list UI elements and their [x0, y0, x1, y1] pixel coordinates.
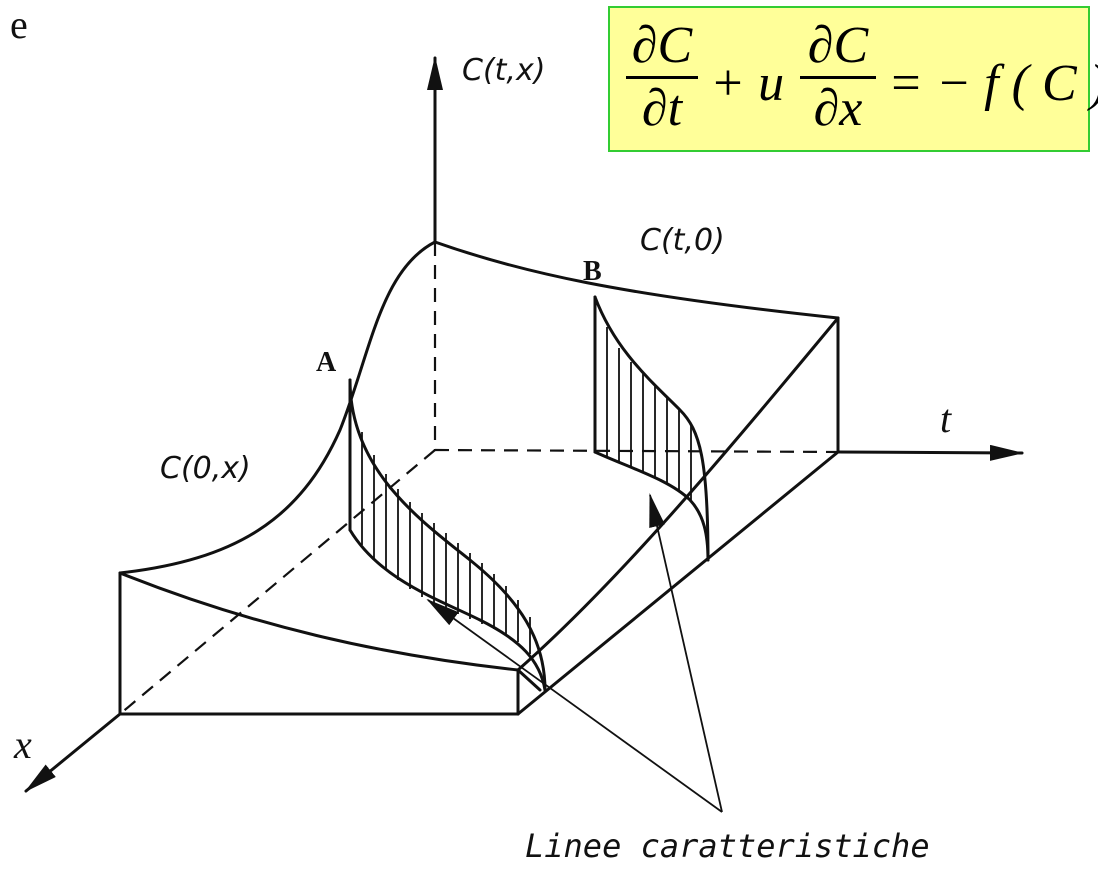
label-c-tx: C(t,x): [462, 53, 545, 88]
label-t-axis: t: [940, 396, 952, 441]
plus-u-term: + u: [710, 55, 785, 112]
label-x-axis: x: [13, 722, 32, 767]
pointer-to-strip-b: [649, 493, 723, 813]
label-characteristic-lines: Linee caratteristiche: [525, 827, 930, 865]
equation-box: ∂C ∂t + u ∂C ∂x = − f ( C ): [608, 6, 1098, 152]
fraction-1-numerator: ∂C: [631, 17, 693, 74]
strip-b-hatching: [606, 327, 692, 502]
label-point-a: A: [316, 347, 337, 378]
t-axis-dashed: [434, 448, 839, 454]
fraction-1-bar: [626, 76, 698, 79]
fraction-2-numerator: ∂C: [807, 17, 869, 74]
t-axis-solid: [836, 444, 1024, 461]
strip-a-bottom: [348, 528, 547, 692]
corner-letter: e: [10, 2, 28, 47]
curve-c-t0: [433, 240, 840, 320]
equation-rhs: = − f ( C ): [888, 55, 1098, 112]
fraction-1-denominator: ∂t: [641, 80, 683, 137]
label-point-b: B: [583, 256, 602, 287]
strip-a-top: [348, 378, 547, 692]
base-right-edge: [516, 450, 840, 716]
strip-b-top: [593, 295, 710, 562]
strip-b-bottom: [593, 450, 710, 562]
fraction-2-denominator: ∂x: [813, 80, 863, 137]
curve-front-right-vertical-top: [516, 668, 542, 692]
fraction-dc-dt: ∂C ∂t: [626, 18, 698, 137]
x-axis-solid: [24, 712, 122, 793]
fraction-2-bar: [800, 76, 876, 79]
curve-c-0x: [118, 240, 437, 575]
label-c-0x: C(0,x): [160, 451, 251, 486]
curve-right-top: [516, 316, 840, 672]
label-c-t0: C(t,0): [640, 223, 725, 258]
curve-front-top: [118, 571, 520, 672]
x-axis-dashed: [119, 449, 436, 715]
fraction-dc-dx: ∂C ∂x: [800, 18, 876, 137]
pointer-to-strip-a: [426, 598, 723, 813]
strip-a-hatching: [361, 432, 531, 654]
